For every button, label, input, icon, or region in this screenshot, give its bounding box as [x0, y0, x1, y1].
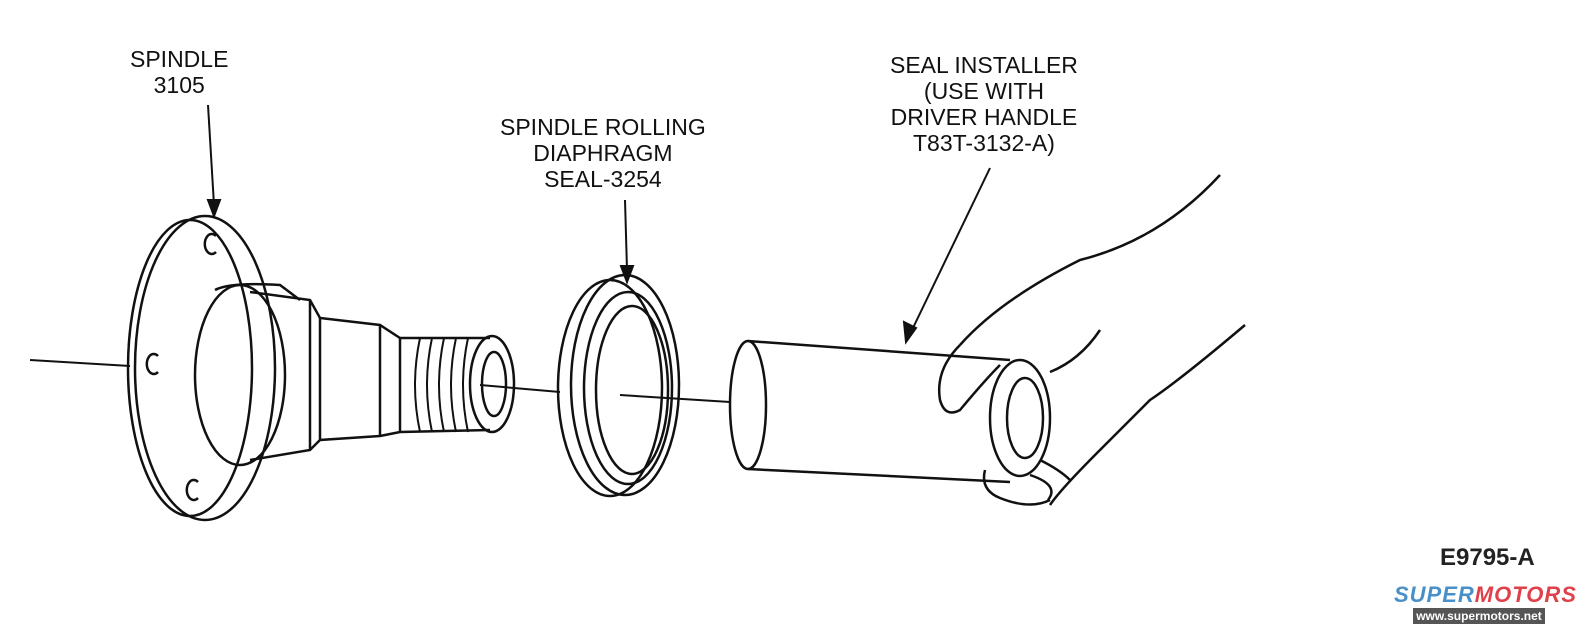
- bolt-hole-bottom: [185, 478, 199, 502]
- installer-part: [728, 339, 1052, 484]
- spindle-label: SPINDLE 3105: [130, 46, 229, 98]
- figure-code: E9795-A: [1440, 544, 1535, 571]
- leader-arrows: [206, 104, 991, 345]
- bolt-hole-top: [203, 232, 217, 256]
- spindle-part: [126, 214, 516, 522]
- centerline: [29, 359, 731, 403]
- seal-label: SPINDLE ROLLING DIAPHRAGM SEAL-3254: [500, 114, 706, 192]
- watermark-logo: SUPERMOTORS www.supermotors.net: [1394, 582, 1576, 624]
- hand: [937, 174, 1246, 506]
- installer-label: SEAL INSTALLER (USE WITH DRIVER HANDLE T…: [890, 52, 1078, 156]
- bolt-hole-left: [145, 352, 159, 376]
- watermark-url: www.supermotors.net: [1413, 608, 1545, 624]
- seal-part: [556, 273, 681, 498]
- watermark-brand-a: SUPER: [1394, 582, 1475, 607]
- watermark-brand-b: MOTORS: [1474, 582, 1577, 607]
